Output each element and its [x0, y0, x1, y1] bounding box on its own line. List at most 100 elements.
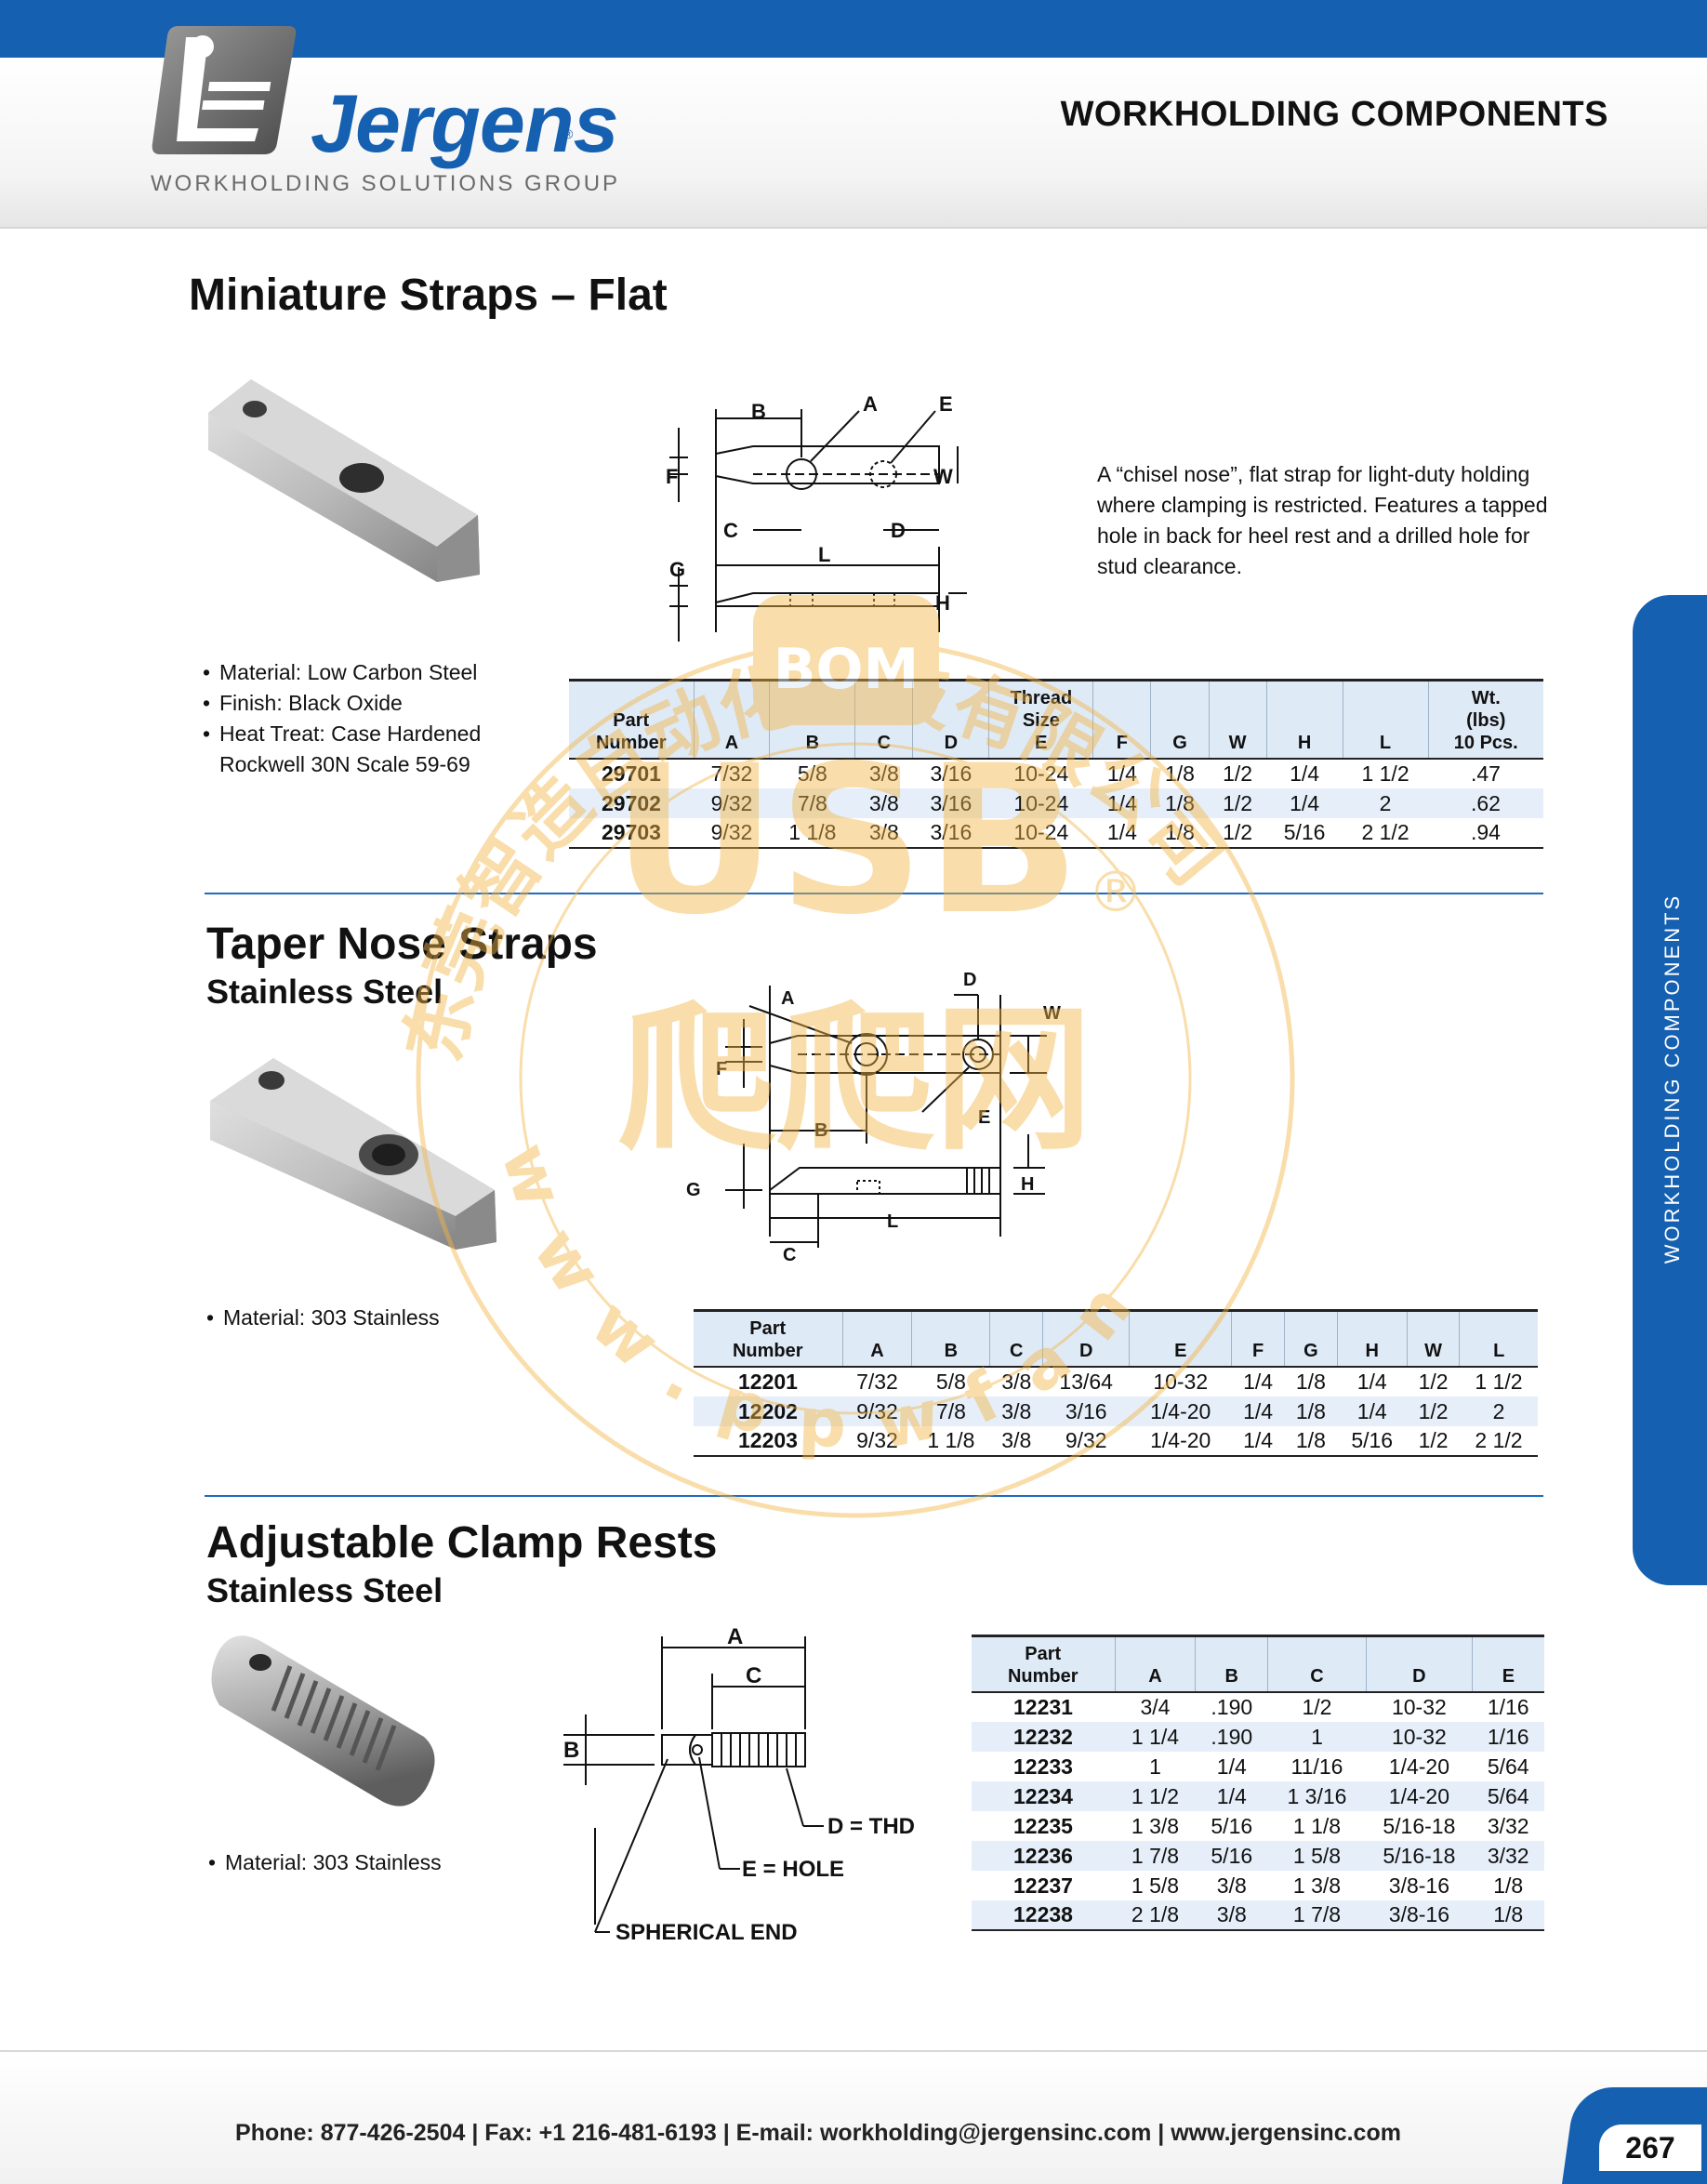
brand-name: Jergens: [311, 77, 619, 169]
table-cell: 3/32: [1487, 1843, 1529, 1868]
table-cell: 5/16: [1266, 818, 1343, 849]
table-cell: 1/4: [1106, 790, 1137, 815]
taper-dimension-drawing: D A W F B E G H L C: [686, 970, 1061, 1265]
table-cell: .62: [1471, 790, 1501, 815]
table-cell: 9/32: [1042, 1426, 1130, 1457]
part-number-cell: 12236: [1013, 1843, 1073, 1868]
table-cell: 1 1/8: [1292, 1813, 1342, 1838]
table-cell: 5/8: [935, 1370, 966, 1394]
table-cell: 10-24: [1013, 790, 1069, 815]
table-cell: 1/2: [1302, 1695, 1332, 1719]
dim-label-h: H: [935, 591, 950, 615]
part-number-cell: 12232: [1013, 1724, 1073, 1749]
table-cell: 1/4: [1106, 761, 1137, 786]
col-b: B: [769, 679, 855, 760]
table-cell: 9/32: [842, 1426, 912, 1457]
table-cell: 1/8: [1493, 1873, 1524, 1898]
part-number-cell: 12237: [1013, 1873, 1073, 1898]
table-cell: 1: [1311, 1724, 1323, 1749]
bullet-item: Material: Low Carbon Steel: [203, 657, 481, 688]
dim-label-b: B: [751, 400, 766, 423]
table-cell: 1/4-20: [1150, 1398, 1211, 1423]
flat-dimension-drawing: B A E F W C D L G H: [666, 392, 967, 642]
table-cell: .190: [1211, 1695, 1253, 1719]
table-cell: 3/8: [989, 1426, 1043, 1457]
col-l: L: [1459, 1309, 1538, 1368]
table-cell: 1 1/8: [911, 1426, 990, 1457]
table-cell: 1/8: [1284, 1426, 1338, 1457]
table-cell: 3/8: [868, 790, 899, 815]
table-cell: 1/16: [1487, 1695, 1529, 1719]
table-cell: 13/64: [1059, 1370, 1113, 1394]
part-number-cell: 12235: [1013, 1813, 1073, 1838]
dim-label-g: G: [686, 1180, 701, 1200]
bullet-item: Finish: Black Oxide: [203, 688, 481, 719]
table-cell: 1 3/16: [1287, 1783, 1347, 1808]
taper-section-subtitle: Stainless Steel: [206, 973, 443, 1011]
header-title: WORKHOLDING COMPONENTS: [1060, 95, 1608, 134]
col-a: A: [841, 1309, 912, 1368]
rests-dimension-drawing: A C B D = THD E = HOLE SPHERICAL END: [563, 1624, 915, 1945]
side-tab-label: WORKHOLDING COMPONENTS: [1661, 893, 1684, 1264]
table-cell: .47: [1471, 761, 1501, 786]
col-g: G: [1150, 679, 1210, 760]
dim-label-l: L: [818, 543, 830, 566]
rests-section-title: Adjustable Clamp Rests: [206, 1518, 718, 1568]
table-cell: 10-32: [1391, 1724, 1447, 1749]
table-cell: 3/16: [930, 761, 973, 786]
table-cell: 1 1/2: [1131, 1783, 1180, 1808]
table-cell: 5/8: [797, 761, 827, 786]
dim-label-e-hole: E = HOLE: [742, 1857, 844, 1882]
bullet-item: Material: 303 Stainless: [206, 1303, 440, 1333]
bullet-item: Rockwell 30N Scale 59-69: [219, 752, 470, 776]
dim-label-c: C: [783, 1245, 796, 1265]
dim-label-d-thd: D = THD: [827, 1814, 915, 1839]
table-cell: 2 1/8: [1115, 1900, 1196, 1931]
rests-section-subtitle: Stainless Steel: [206, 1571, 443, 1609]
table-cell: 1/4: [1243, 1370, 1274, 1394]
dim-label-f: F: [716, 1059, 727, 1079]
table-cell: 10-32: [1153, 1370, 1209, 1394]
table-cell: 1/2: [1223, 790, 1253, 815]
table-cell: 3/16: [912, 818, 989, 849]
col-g: G: [1284, 1309, 1338, 1368]
dim-label-d: D: [963, 970, 976, 990]
part-number-cell: 29703: [569, 818, 694, 849]
table-cell: 1/16: [1487, 1724, 1529, 1749]
table-cell: 1 1/4: [1131, 1724, 1180, 1749]
table-cell: 1/4: [1216, 1754, 1247, 1779]
table-cell: 7/8: [935, 1398, 966, 1423]
col-c: C: [854, 679, 913, 760]
table-cell: 7/32: [710, 761, 753, 786]
col-a: A: [693, 679, 770, 760]
dim-label-a: A: [727, 1624, 743, 1649]
table-cell: 1 1/8: [769, 818, 855, 849]
table-cell: 9/32: [710, 790, 753, 815]
flat-description: A “chisel nose”, flat strap for light-du…: [1097, 462, 1548, 578]
part-number-cell: 12231: [1013, 1695, 1073, 1719]
table-cell: 3/8-16: [1366, 1900, 1473, 1931]
table-cell: 10-24: [988, 818, 1093, 849]
table-cell: 1/4: [1356, 1370, 1387, 1394]
table-cell: 1/8: [1472, 1900, 1544, 1931]
table-cell: 1/4-20: [1388, 1783, 1449, 1808]
col-a: A: [1114, 1635, 1196, 1693]
col-b: B: [1195, 1635, 1268, 1693]
dim-label-l: L: [887, 1211, 898, 1232]
section-divider: [205, 893, 1543, 894]
table-cell: 1/2: [1209, 818, 1267, 849]
strap-flat-photo: [208, 379, 480, 582]
